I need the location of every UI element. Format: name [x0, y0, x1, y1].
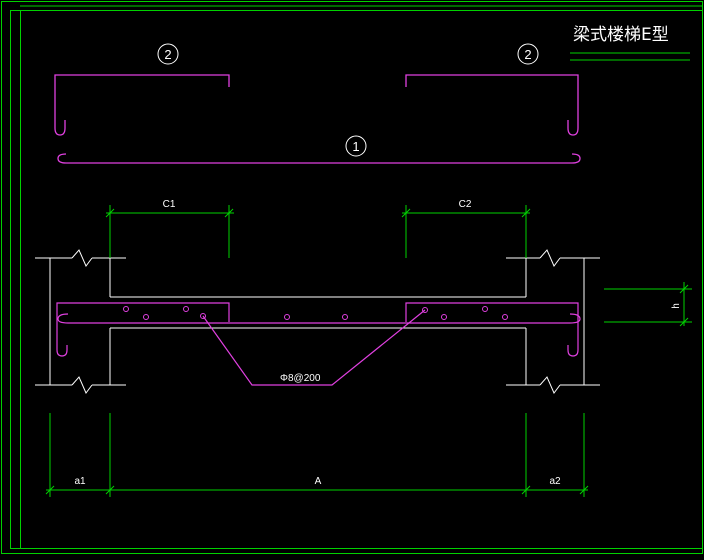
dimension-span-label: A — [315, 476, 322, 487]
rebar-mark-top-left: 2 — [157, 43, 179, 65]
dimension-c2 — [401, 205, 531, 258]
drawing-title: 梁式楼梯E型 — [573, 25, 669, 45]
rebar-mark-bottom-label: 1 — [352, 139, 359, 154]
rebar-mark-top-right-label: 2 — [524, 47, 531, 62]
rebar-mark-bottom: 1 — [345, 135, 367, 157]
rebar-distribution-dots — [123, 306, 508, 320]
rebar-detail-1 — [57, 153, 581, 164]
slab-outline — [35, 249, 600, 394]
dimension-bottom — [45, 413, 589, 497]
rebar-detail-2-left — [54, 74, 230, 136]
rebar-spec-label: Φ8@200 — [280, 373, 321, 384]
rebar-mark-top-right: 2 — [517, 43, 539, 65]
dimension-c1-label: C1 — [163, 199, 176, 210]
dimension-c1 — [105, 205, 234, 258]
dimension-h-label: h — [671, 303, 682, 309]
slab-rebar — [56, 302, 581, 386]
dimension-a1-label: a1 — [74, 476, 86, 487]
dimension-a2-label: a2 — [549, 476, 561, 487]
dimension-c2-label: C2 — [459, 199, 472, 210]
dimension-h — [604, 282, 692, 327]
rebar-mark-top-left-label: 2 — [164, 47, 171, 62]
rebar-detail-2-right — [405, 74, 579, 136]
